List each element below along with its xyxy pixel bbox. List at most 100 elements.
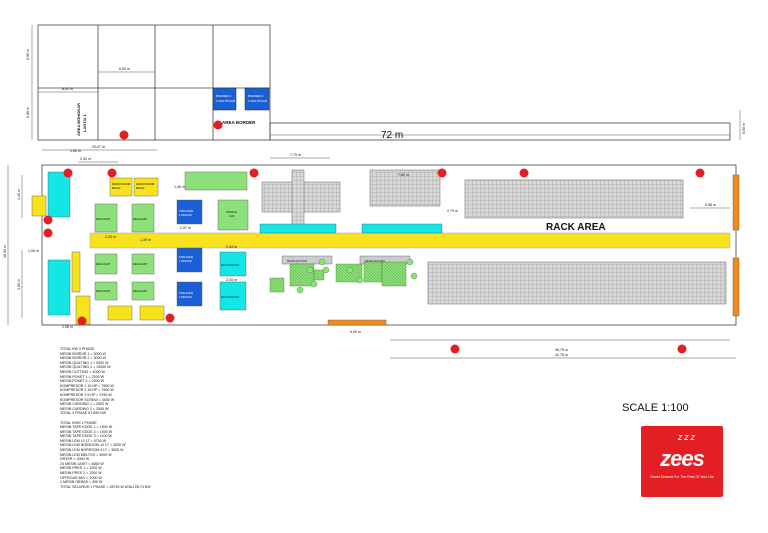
power-table: TOTAL KW 3 PHASE MESIN BORDIR 1 = 3000 W… — [60, 347, 151, 489]
dim-a257: 2,57 m — [180, 226, 191, 230]
meja-rakit-2-label: MEJA RAKIT — [133, 218, 148, 221]
dim-top-width-2: 8,00 m — [62, 87, 73, 91]
bordir-large-2-label: MESIN BORDIR — [136, 183, 155, 186]
meja-packing-1 — [219, 251, 247, 277]
hatch-machine-4 — [381, 261, 407, 287]
logo-tagline: Sweet Dreams For The Rest Of Your Life — [650, 475, 714, 479]
lantai-label: LANTAI 1 — [82, 114, 87, 132]
meja-rakit-2 — [131, 203, 155, 233]
yellow-small-1 — [107, 305, 133, 321]
dim-top-total: 72 m — [381, 130, 403, 141]
border1-label: BORDER 1 — [216, 94, 232, 98]
orange-bar-right-1 — [732, 174, 740, 231]
orange-bar-bottom — [327, 319, 387, 326]
tape-edge-3-label: TAPE EDGE — [179, 292, 193, 295]
rack-aisle — [89, 232, 731, 249]
tape-edge-2 — [176, 247, 203, 273]
dim-a958: 9,58 m — [705, 203, 716, 207]
meja-packing-1-label: MEJA PACKING — [221, 264, 239, 267]
meja-rakit-4 — [131, 253, 155, 275]
yellow-small-2 — [139, 305, 165, 321]
dim-a4275: 42,75 m — [555, 353, 568, 357]
left-yellow-upper — [31, 195, 47, 217]
produk-jadi-sub: JADI — [229, 214, 235, 218]
dim-a160: 1,60 m — [70, 149, 81, 153]
dim-a244b: 2,44 m — [226, 278, 237, 282]
produk-jadi — [217, 199, 249, 231]
zees-logo: Z Z Z zees Sweet Dreams For The Rest Of … — [641, 426, 723, 497]
dim-a220: 2,20 m — [105, 235, 116, 239]
quilting-1-label: MESIN QUILTING — [287, 260, 307, 263]
tape-edge-1 — [176, 199, 203, 225]
meja-rakit-5 — [94, 281, 118, 301]
round-objects — [296, 258, 418, 294]
border2-sub: 1 ATAS PINGGIR — [248, 100, 268, 103]
dim-right-small: 6,60 m — [742, 123, 746, 134]
meja-rakit-3 — [94, 253, 118, 275]
meja-rakit-1-label: MEJA RAKIT — [96, 218, 111, 221]
dim-a600: 6,00 m — [350, 330, 361, 334]
dim-top-offset: 20,07 m — [92, 145, 105, 149]
cyan-strip-2 — [361, 223, 443, 234]
produk-jadi-label: PRODUK — [226, 210, 237, 214]
tape-edge-1-label: TAPE EDGE — [179, 210, 193, 213]
dim-a445: 4,45 m — [17, 189, 21, 200]
tape-edge-3-sub: 1 PINGGIR — [179, 296, 192, 299]
top-dimension-lines — [31, 25, 741, 151]
bordir-large-2 — [133, 177, 159, 197]
green-table-top — [184, 171, 248, 191]
rack-block-top — [464, 179, 684, 219]
quilting-2-label: MESIN QUILTING — [365, 260, 385, 263]
main-hall — [41, 164, 737, 326]
bordir-large-2-sub: BESAR — [136, 187, 145, 190]
meja-rakit-6-label: MEJA RAKIT — [133, 290, 148, 293]
border2-label: BORDER 2 — [248, 94, 264, 98]
dim-a279: 2,79 m — [447, 209, 458, 213]
meja-rakit-4-label: MEJA RAKIT — [133, 263, 148, 266]
dim-a300: 3,00 m — [17, 279, 21, 290]
meja-rakit-5-label: MEJA RAKIT — [96, 290, 111, 293]
dim-a244: 2,44 m — [226, 245, 237, 249]
main-dimension-lines — [7, 157, 736, 359]
dim-top-height-2: 6,80 m — [26, 107, 30, 118]
left-strip — [71, 251, 81, 293]
border-machine-2 — [244, 87, 270, 111]
area-bongkar-label: AREA BONGKAR — [76, 103, 81, 136]
dim-top-width-1: 6,00 m — [119, 67, 130, 71]
logo-name: zees — [660, 446, 705, 471]
bordir-large-1 — [109, 177, 133, 197]
scale-label: SCALE 1:100 — [622, 402, 689, 414]
meja-packing-2 — [219, 281, 247, 311]
left-cyan-lower — [47, 259, 71, 316]
tape-edge-2-label: TAPE EDGE — [179, 256, 193, 259]
top-building — [37, 24, 731, 141]
hatch-machine-5 — [269, 277, 285, 293]
tape-edge-3 — [176, 281, 203, 307]
meja-rakit-6 — [131, 281, 155, 301]
hatch-machine-3 — [363, 261, 383, 283]
red-markers — [43, 120, 705, 354]
dim-a1600: 16,00 m — [3, 245, 7, 258]
rack-column — [291, 169, 305, 233]
meja-rakit-1 — [94, 203, 118, 233]
meja-packing-2-label: MEJA PACKING — [221, 296, 239, 299]
border1-sub: 1 ATAS PINGGIR — [216, 100, 236, 103]
dim-a100: 1,00 m — [28, 249, 39, 253]
logo-zzz: Z Z Z — [678, 435, 695, 442]
tape-edge-2-sub: 1 PINGGIR — [179, 260, 192, 263]
border-machine-1 — [212, 87, 237, 111]
dim-top-height-1: 6,90 m — [26, 49, 30, 60]
dim-a139: 1,39 m — [140, 238, 151, 242]
dim-a779: 7,79 m — [290, 153, 301, 157]
dim-a3675: 36,75 m — [555, 348, 568, 352]
left-cyan-upper — [47, 171, 71, 218]
dim-a148: 1,48 m — [174, 185, 185, 189]
meja-rakit-3-label: MEJA RAKIT — [96, 263, 111, 266]
bordir-large-1-sub: BESAR — [112, 187, 121, 190]
area-border-label: AREA BORDER — [222, 120, 256, 125]
bordir-large-1-label: MESIN BORDIR — [112, 183, 131, 186]
cyan-strip-1 — [259, 223, 337, 234]
dim-a108: 1,08 m — [62, 325, 73, 329]
dim-a240: 2,40 m — [80, 157, 91, 161]
